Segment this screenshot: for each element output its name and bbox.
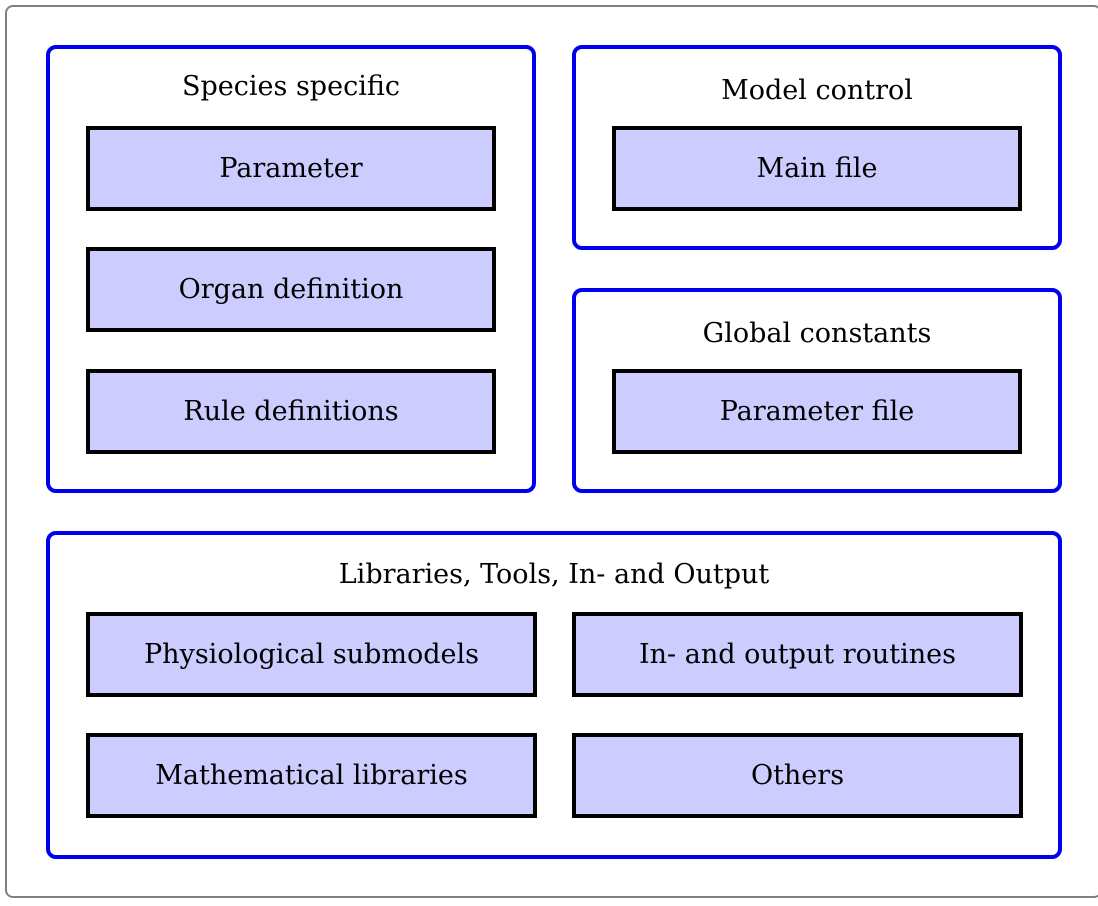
group-title-global-constants: Global constants [702, 318, 932, 349]
module-others: Others [572, 733, 1023, 818]
group-title-species-specific: Species specific [182, 71, 400, 102]
module-physiological-submodels: Physiological submodels [86, 612, 537, 697]
module-parameter: Parameter [86, 126, 496, 211]
group-title-libraries-tools-io: Libraries, Tools, In- and Output [338, 559, 770, 590]
module-rule-definitions: Rule definitions [86, 369, 496, 454]
module-main-file: Main file [612, 126, 1022, 211]
group-title-model-control: Model control [721, 75, 913, 106]
module-organ-definition: Organ definition [86, 247, 496, 332]
module-in-and-output-routines: In- and output routines [572, 612, 1023, 697]
module-mathematical-libraries: Mathematical libraries [86, 733, 537, 818]
module-parameter-file: Parameter file [612, 369, 1022, 454]
